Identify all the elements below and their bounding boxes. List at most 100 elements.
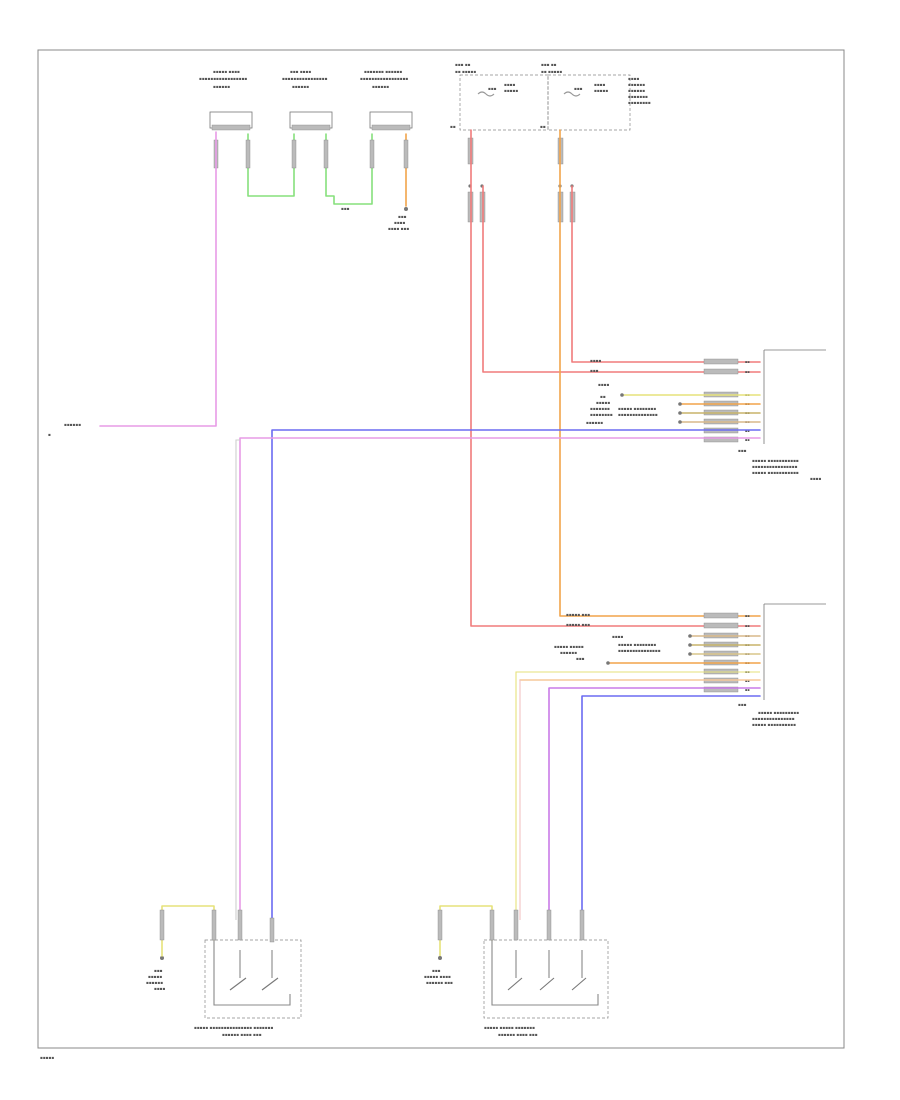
svg-text:▪▪▪▪▪: ▪▪▪▪▪ [596, 400, 610, 405]
switch-icon-5 [571, 977, 587, 991]
wire-yellow-switch-left [161, 905, 215, 941]
svg-text:▪▪▪▪▪ ▪▪▪▪▪▪▪▪▪▪: ▪▪▪▪▪ ▪▪▪▪▪▪▪▪▪▪ [752, 722, 796, 727]
svg-text:▪: ▪ [48, 432, 51, 437]
svg-text:▪▪: ▪▪ [745, 624, 750, 628]
svg-text:▪▪▪: ▪▪▪ [574, 86, 583, 91]
switch-icon-3 [507, 977, 523, 991]
wire-orange-main [559, 129, 761, 617]
sensor-connector-right [371, 124, 411, 131]
svg-text:▪▪ ▪▪▪▪▪: ▪▪ ▪▪▪▪▪ [455, 69, 476, 74]
svg-text:▪▪▪▪▪ ▪▪▪▪▪▪▪▪▪▪▪▪▪▪▪ ▪▪▪▪▪▪▪: ▪▪▪▪▪ ▪▪▪▪▪▪▪▪▪▪▪▪▪▪▪ ▪▪▪▪▪▪▪ [194, 1025, 273, 1030]
wire-red-fuse-right [571, 185, 761, 363]
svg-text:▪▪▪ ▪▪: ▪▪▪ ▪▪ [455, 62, 471, 67]
svg-text:▪▪▪▪▪ ▪▪▪▪▪▪▪▪▪▪▪: ▪▪▪▪▪ ▪▪▪▪▪▪▪▪▪▪▪ [752, 458, 799, 463]
svg-text:▪▪▪▪▪▪: ▪▪▪▪▪▪ [146, 980, 163, 985]
svg-text:▪▪▪▪▪ ▪▪▪▪: ▪▪▪▪▪ ▪▪▪▪ [213, 69, 240, 74]
wire-green-left [247, 133, 295, 197]
svg-text:▪▪▪▪▪▪: ▪▪▪▪▪▪ [64, 422, 81, 427]
svg-text:▪▪: ▪▪ [600, 394, 606, 399]
svg-text:▪▪▪▪▪▪▪▪▪▪▪▪▪▪▪: ▪▪▪▪▪▪▪▪▪▪▪▪▪▪▪ [752, 716, 795, 721]
upper-module: ▪▪ ▪▪ ▪▪ ▪▪ ▪▪ ▪▪ ▪▪ ▪▪ ▪▪▪▪ ▪▪▪ ▪▪▪▪ ▪▪… [586, 349, 826, 481]
svg-text:▪▪▪▪▪▪▪▪▪▪▪▪▪▪▪▪▪: ▪▪▪▪▪▪▪▪▪▪▪▪▪▪▪▪▪ [199, 76, 247, 81]
svg-text:▪▪▪▪: ▪▪▪▪ [394, 220, 406, 225]
fuse-icon-right [563, 91, 581, 97]
svg-text:▪▪▪▪▪ ▪▪▪: ▪▪▪▪▪ ▪▪▪ [566, 622, 590, 627]
svg-text:▪▪▪▪▪▪: ▪▪▪▪▪▪ [628, 88, 645, 93]
svg-text:▪▪▪▪: ▪▪▪▪ [628, 76, 640, 81]
svg-text:▪▪: ▪▪ [450, 124, 456, 129]
svg-text:▪▪▪▪: ▪▪▪▪ [810, 476, 822, 481]
svg-text:▪▪▪: ▪▪▪ [488, 86, 497, 91]
svg-text:▪▪▪▪▪▪▪▪▪▪▪▪▪▪▪: ▪▪▪▪▪▪▪▪▪▪▪▪▪▪▪ [618, 648, 661, 653]
svg-text:▪▪▪▪: ▪▪▪▪ [598, 382, 610, 387]
sensor-connector-middle [291, 124, 331, 131]
wire-green-right [325, 133, 373, 205]
svg-text:▪▪▪▪▪▪: ▪▪▪▪▪▪ [628, 82, 645, 87]
svg-text:▪▪▪▪▪▪ ▪▪▪▪ ▪▪▪: ▪▪▪▪▪▪ ▪▪▪▪ ▪▪▪ [222, 1032, 262, 1037]
svg-text:▪▪▪: ▪▪▪ [590, 368, 599, 373]
svg-text:▪▪▪: ▪▪▪ [738, 702, 747, 707]
svg-text:▪▪▪: ▪▪▪ [341, 206, 350, 211]
svg-text:▪▪▪▪▪▪ ▪▪▪▪ ▪▪▪: ▪▪▪▪▪▪ ▪▪▪▪ ▪▪▪ [498, 1032, 538, 1037]
svg-text:▪▪▪▪: ▪▪▪▪ [594, 82, 606, 87]
svg-text:▪▪▪▪▪: ▪▪▪▪▪ [148, 974, 162, 979]
svg-text:▪▪▪▪: ▪▪▪▪ [590, 358, 602, 363]
fuse-box-right [547, 74, 631, 131]
svg-text:▪▪▪▪▪ ▪▪▪: ▪▪▪▪▪ ▪▪▪ [566, 612, 590, 617]
sensor-group: ▪▪▪▪▪ ▪▪▪▪ ▪▪▪▪▪▪▪▪▪▪▪▪▪▪▪▪▪ ▪▪▪▪▪▪ ▪▪▪ … [199, 69, 413, 131]
svg-text:▪▪▪▪▪ ▪▪▪▪▪: ▪▪▪▪▪ ▪▪▪▪▪ [554, 644, 584, 649]
fuse-wire-connectors [467, 137, 576, 223]
svg-text:▪▪: ▪▪ [540, 124, 546, 129]
svg-text:▪▪▪▪▪▪▪: ▪▪▪▪▪▪▪ [590, 406, 610, 411]
svg-text:▪▪▪▪▪: ▪▪▪▪▪ [40, 1055, 54, 1060]
wire-yellow-switch-right [439, 905, 493, 941]
svg-text:▪▪: ▪▪ [745, 429, 750, 433]
svg-text:▪▪▪▪ ▪▪▪: ▪▪▪▪ ▪▪▪ [388, 226, 409, 231]
svg-text:▪▪▪▪▪ ▪▪▪▪▪▪▪▪▪▪▪: ▪▪▪▪▪ ▪▪▪▪▪▪▪▪▪▪▪ [752, 470, 799, 475]
svg-text:▪▪▪▪▪: ▪▪▪▪▪ [504, 88, 518, 93]
svg-text:▪▪▪▪▪▪: ▪▪▪▪▪▪ [372, 84, 389, 89]
svg-text:▪▪▪▪▪ ▪▪▪▪▪▪▪▪: ▪▪▪▪▪ ▪▪▪▪▪▪▪▪ [618, 406, 656, 411]
sensor-connector-left [211, 124, 251, 131]
svg-text:▪▪▪▪▪ ▪▪▪▪▪▪▪▪▪: ▪▪▪▪▪ ▪▪▪▪▪▪▪▪▪ [758, 710, 799, 715]
wire-blue-bus [271, 429, 761, 921]
svg-text:▪▪▪: ▪▪▪ [576, 656, 585, 661]
svg-text:▪▪▪▪▪▪: ▪▪▪▪▪▪ [213, 84, 230, 89]
svg-text:▪▪▪▪▪ ▪▪▪▪▪▪▪▪: ▪▪▪▪▪ ▪▪▪▪▪▪▪▪ [618, 642, 656, 647]
svg-text:▪▪: ▪▪ [745, 370, 750, 374]
svg-text:▪▪▪▪: ▪▪▪▪ [504, 82, 516, 87]
svg-text:▪▪: ▪▪ [745, 614, 750, 618]
svg-text:▪▪▪▪▪▪: ▪▪▪▪▪▪ [292, 84, 309, 89]
sensor-wire-connectors [213, 139, 409, 169]
svg-text:▪▪▪▪▪▪ ▪▪▪: ▪▪▪▪▪▪ ▪▪▪ [426, 980, 453, 985]
switch-box-left [204, 939, 302, 1019]
svg-text:▪▪▪: ▪▪▪ [154, 968, 163, 973]
switch-box-right [483, 939, 609, 1019]
svg-text:▪▪▪: ▪▪▪ [398, 214, 407, 219]
svg-text:▪▪▪▪▪▪▪▪▪▪▪▪▪▪: ▪▪▪▪▪▪▪▪▪▪▪▪▪▪ [618, 412, 658, 417]
svg-text:▪▪ ▪▪▪▪▪: ▪▪ ▪▪▪▪▪ [541, 69, 562, 74]
bottom-right-switch: ▪▪▪ ▪▪▪▪▪ ▪▪▪▪ ▪▪▪▪▪▪ ▪▪▪ ▪▪▪▪▪ ▪▪▪▪▪ ▪▪… [424, 905, 609, 1037]
svg-text:▪▪▪▪▪▪▪▪▪▪▪▪▪▪▪▪: ▪▪▪▪▪▪▪▪▪▪▪▪▪▪▪▪ [752, 464, 798, 469]
ground-icon [404, 207, 408, 211]
svg-text:▪▪▪▪: ▪▪▪▪ [612, 634, 624, 639]
svg-text:▪▪▪▪▪▪: ▪▪▪▪▪▪ [586, 420, 603, 425]
svg-text:▪▪▪ ▪▪▪▪: ▪▪▪ ▪▪▪▪ [290, 69, 311, 74]
wire-red-upper [482, 185, 761, 373]
svg-text:▪▪: ▪▪ [745, 438, 750, 442]
svg-text:▪▪▪▪▪▪▪ ▪▪▪▪▪▪: ▪▪▪▪▪▪▪ ▪▪▪▪▪▪ [364, 69, 402, 74]
svg-text:▪▪▪▪▪ ▪▪▪▪▪ ▪▪▪▪▪▪▪: ▪▪▪▪▪ ▪▪▪▪▪ ▪▪▪▪▪▪▪ [484, 1025, 535, 1030]
switch-icon-2 [261, 977, 279, 991]
wire-blue-lower [581, 695, 761, 921]
svg-text:▪▪▪▪▪▪▪▪▪▪▪▪▪▪▪▪: ▪▪▪▪▪▪▪▪▪▪▪▪▪▪▪▪ [282, 76, 328, 81]
fuse-icon [477, 91, 495, 97]
svg-text:▪▪▪▪▪ ▪▪▪▪: ▪▪▪▪▪ ▪▪▪▪ [424, 974, 451, 979]
svg-text:▪▪▪▪▪▪: ▪▪▪▪▪▪ [560, 650, 577, 655]
svg-text:▪▪: ▪▪ [745, 688, 750, 692]
svg-text:▪▪▪▪▪: ▪▪▪▪▪ [594, 88, 608, 93]
wire-violet-lower [548, 687, 761, 921]
wire-yellow-lower [515, 671, 760, 920]
switch-icon [229, 977, 247, 991]
wire-pink-sensor [99, 131, 217, 427]
